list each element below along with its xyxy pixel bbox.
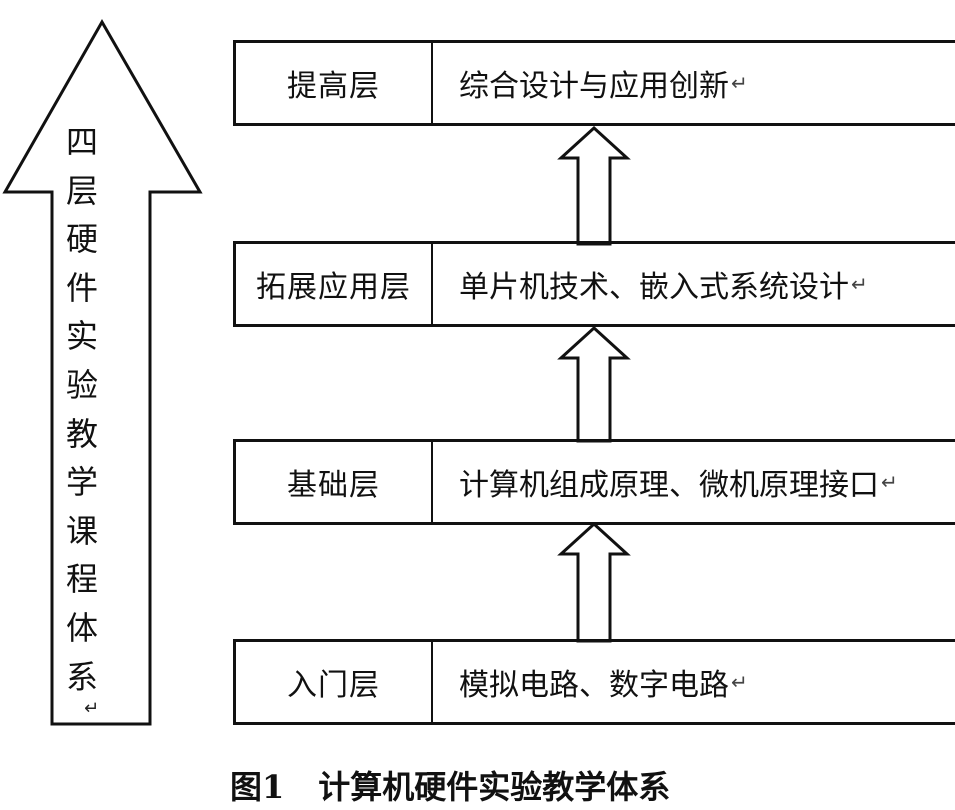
arrow-label-char: 系 xyxy=(65,657,98,696)
arrow-label-char: 四 xyxy=(65,123,98,161)
layer-row-extended: 拓展应用层 单片机技术、嵌入式系统设计↵ xyxy=(233,241,955,327)
layer-description-text: 综合设计与应用创新 xyxy=(459,69,729,104)
arrow-label-char: 学 xyxy=(65,463,98,502)
layer-row-basic: 基础层 计算机组成原理、微机原理接口↵ xyxy=(233,439,955,525)
up-arrow-icon xyxy=(557,125,631,246)
arrow-label-char: 教 xyxy=(65,414,98,453)
layer-row-advanced: 提高层 综合设计与应用创新↵ xyxy=(233,40,955,126)
layer-description: 模拟电路、数字电路↵ xyxy=(433,642,955,722)
up-arrow-icon xyxy=(557,325,631,443)
layer-name: 基础层 xyxy=(236,442,433,522)
paragraph-mark: ↵ xyxy=(84,698,100,719)
big-up-arrow-icon xyxy=(2,18,203,726)
layer-description: 综合设计与应用创新↵ xyxy=(433,43,955,123)
return-mark: ↵ xyxy=(851,272,868,296)
return-mark: ↵ xyxy=(731,71,748,95)
layer-description-text: 单片机技术、嵌入式系统设计 xyxy=(459,270,849,305)
arrow-label-char: 件 xyxy=(65,268,98,307)
layer-description-text: 模拟电路、数字电路 xyxy=(459,668,729,703)
layer-row-intro: 入门层 模拟电路、数字电路↵ xyxy=(233,639,955,725)
arrow-label-char: 硬 xyxy=(65,220,98,259)
arrow-label-char: 实 xyxy=(65,317,98,356)
figure-title: 计算机硬件实验教学体系 xyxy=(318,768,671,806)
arrow-label-char: 程 xyxy=(65,560,98,599)
layer-name: 拓展应用层 xyxy=(236,244,433,324)
layer-name: 入门层 xyxy=(236,642,433,722)
layer-name: 提高层 xyxy=(236,43,433,123)
arrow-label-char: 体 xyxy=(65,608,98,647)
return-mark: ↵ xyxy=(731,670,748,694)
up-arrow-icon xyxy=(557,521,631,643)
arrow-label-char: 验 xyxy=(65,365,98,404)
arrow-label-char: 课 xyxy=(65,511,98,550)
big-arrow-label: 四 层 硬 件 实 验 教 学 课 程 体 系 xyxy=(62,118,102,701)
layer-description: 计算机组成原理、微机原理接口↵ xyxy=(433,442,955,522)
figure-caption: 图1 计算机硬件实验教学体系 xyxy=(230,762,670,808)
return-mark: ↵ xyxy=(881,470,898,494)
layer-description-text: 计算机组成原理、微机原理接口 xyxy=(459,468,879,503)
figure-number: 图1 xyxy=(230,768,285,806)
arrow-label-char: 层 xyxy=(65,171,98,210)
layer-description: 单片机技术、嵌入式系统设计↵ xyxy=(433,244,955,324)
